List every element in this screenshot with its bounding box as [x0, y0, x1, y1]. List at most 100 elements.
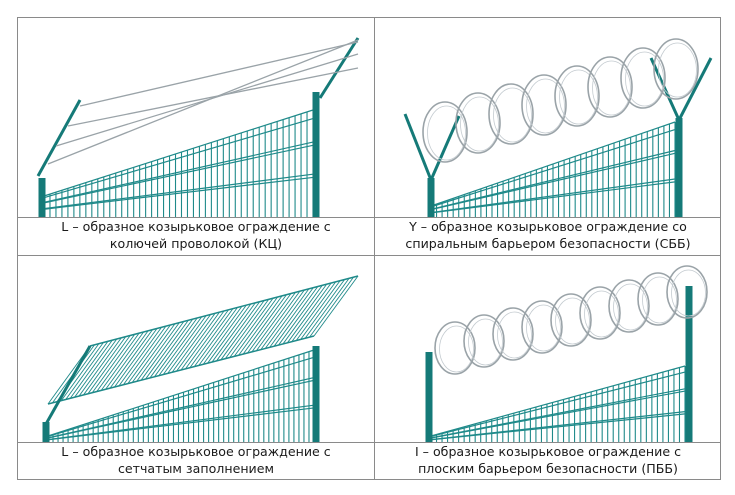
mesh-arm-wire [220, 300, 265, 361]
razor-coil [550, 293, 592, 347]
razor-coil [460, 96, 499, 152]
mesh-arm-wire [171, 313, 216, 373]
mesh-arm-wire [158, 316, 203, 376]
mesh-wire [43, 173, 314, 210]
caption: I – образное козырьковое ограждение с пл… [375, 443, 721, 477]
razor-coil [434, 321, 476, 375]
panel-i-flat: I – образное козырьковое ограждение с пл… [375, 256, 721, 480]
razor-coil [468, 318, 503, 366]
mesh-arm-wire [74, 338, 118, 398]
mesh-arm-wire [136, 322, 180, 382]
razor-coil [521, 300, 563, 354]
mesh-arm-wire [202, 304, 247, 365]
mesh-wire [430, 365, 686, 437]
razor-coil [554, 65, 600, 127]
razor-coil [584, 290, 619, 338]
mesh-arm-wire [282, 283, 328, 345]
mesh-arm-wire [140, 321, 185, 381]
mesh-arm-wire [127, 324, 171, 384]
mesh-arm-wire [189, 308, 234, 368]
razor-coil [579, 286, 621, 340]
razor-coil [521, 74, 567, 136]
mesh-wire [47, 349, 315, 437]
razor-coil [492, 307, 534, 361]
fence-post-right [312, 92, 320, 217]
barbed-wire [47, 39, 359, 165]
mesh-wire [430, 413, 686, 441]
mesh-arm-wire [193, 307, 238, 367]
razor-coil [455, 92, 501, 154]
mesh-arm-wire [247, 293, 292, 354]
mesh-arm-edge [89, 275, 359, 347]
caption: L – образное козырьковое ограждение с ко… [18, 218, 374, 252]
barbed-wire [55, 53, 359, 147]
mesh-arm-wire [264, 288, 310, 349]
mesh-arm-wire [167, 314, 211, 374]
razor-coil [592, 60, 631, 116]
top-arm-right [318, 37, 360, 99]
y-arm [677, 57, 713, 121]
mesh-arm-wire [287, 282, 332, 344]
y-arm [403, 113, 433, 181]
caption: Y – образное козырьковое ограждение со с… [375, 218, 721, 252]
mesh-arm-wire [211, 302, 256, 363]
mesh-arm-wire [260, 289, 305, 350]
caption: L – образное козырьковое ограждение с се… [18, 443, 374, 477]
mesh-wire [430, 178, 676, 214]
fence-post-right [312, 346, 320, 442]
caption-line-1: L – образное козырьковое ограждение с [61, 444, 331, 459]
mesh-arm-wire [109, 329, 153, 389]
mesh-arm-wire [114, 328, 158, 388]
y-arm [429, 115, 461, 181]
mesh-wire [43, 117, 314, 199]
mesh-arm-wire [278, 285, 323, 346]
razor-coil [463, 314, 505, 368]
horizontal-divider [18, 442, 720, 443]
mesh-arm-wire [145, 320, 189, 380]
mesh-arm-wire [300, 279, 345, 340]
mesh-arm-wire [313, 275, 359, 337]
mesh-wire [43, 141, 314, 203]
razor-coil [587, 56, 633, 118]
y-arm [649, 57, 681, 121]
panel-y-spiral: Y – образное козырьковое ограждение со с… [375, 18, 721, 255]
mesh-arm-wire [87, 335, 131, 395]
razor-coil [427, 105, 466, 161]
caption-line-2: плоским барьером безопасности (ПББ) [418, 461, 678, 476]
mesh-arm-edge [47, 335, 315, 405]
mesh-arm-wire [238, 295, 283, 356]
top-arm-left [36, 99, 82, 177]
razor-coil [637, 272, 679, 326]
mesh-arm-wire [60, 342, 104, 401]
mesh-arm-wire [198, 306, 243, 366]
mesh-arm-wire [216, 301, 261, 362]
fence-illustration-y-spiral [403, 38, 713, 217]
razor-coil [493, 87, 532, 143]
mesh-arm-wire [154, 317, 198, 378]
mesh-wire [430, 181, 676, 214]
figure-grid: L – образное козырьковое ограждение с ко… [17, 17, 721, 480]
mesh-arm-wire [83, 336, 127, 396]
mesh-arm-wire [91, 334, 136, 393]
mesh-wire [430, 121, 676, 207]
razor-coil [559, 69, 598, 125]
fence-illustration-l-mesh [42, 275, 359, 442]
fence-illustration-l-barbed-wire [36, 37, 360, 217]
mesh-arm-wire [185, 309, 229, 370]
razor-coil [620, 47, 666, 109]
mesh-arm-wire [149, 318, 194, 379]
razor-coil [625, 51, 664, 107]
mesh-wire [430, 149, 676, 210]
panel-l-mesh: L – образное козырьковое ограждение с се… [18, 256, 374, 480]
caption-line-1: I – образное козырьковое ограждение с [414, 444, 682, 459]
mesh-arm-wire [224, 299, 270, 359]
mesh-arm-wire [304, 278, 350, 339]
mesh-arm-wire [229, 297, 274, 358]
barbed-wire [79, 41, 359, 107]
fence-illustration-i-flat [425, 265, 708, 442]
fence-post-left [42, 422, 50, 442]
razor-coil [526, 78, 565, 134]
horizontal-divider [18, 217, 720, 218]
caption-line-2: сетчатым заполнением [117, 461, 274, 476]
mesh-arm-wire [131, 323, 176, 383]
